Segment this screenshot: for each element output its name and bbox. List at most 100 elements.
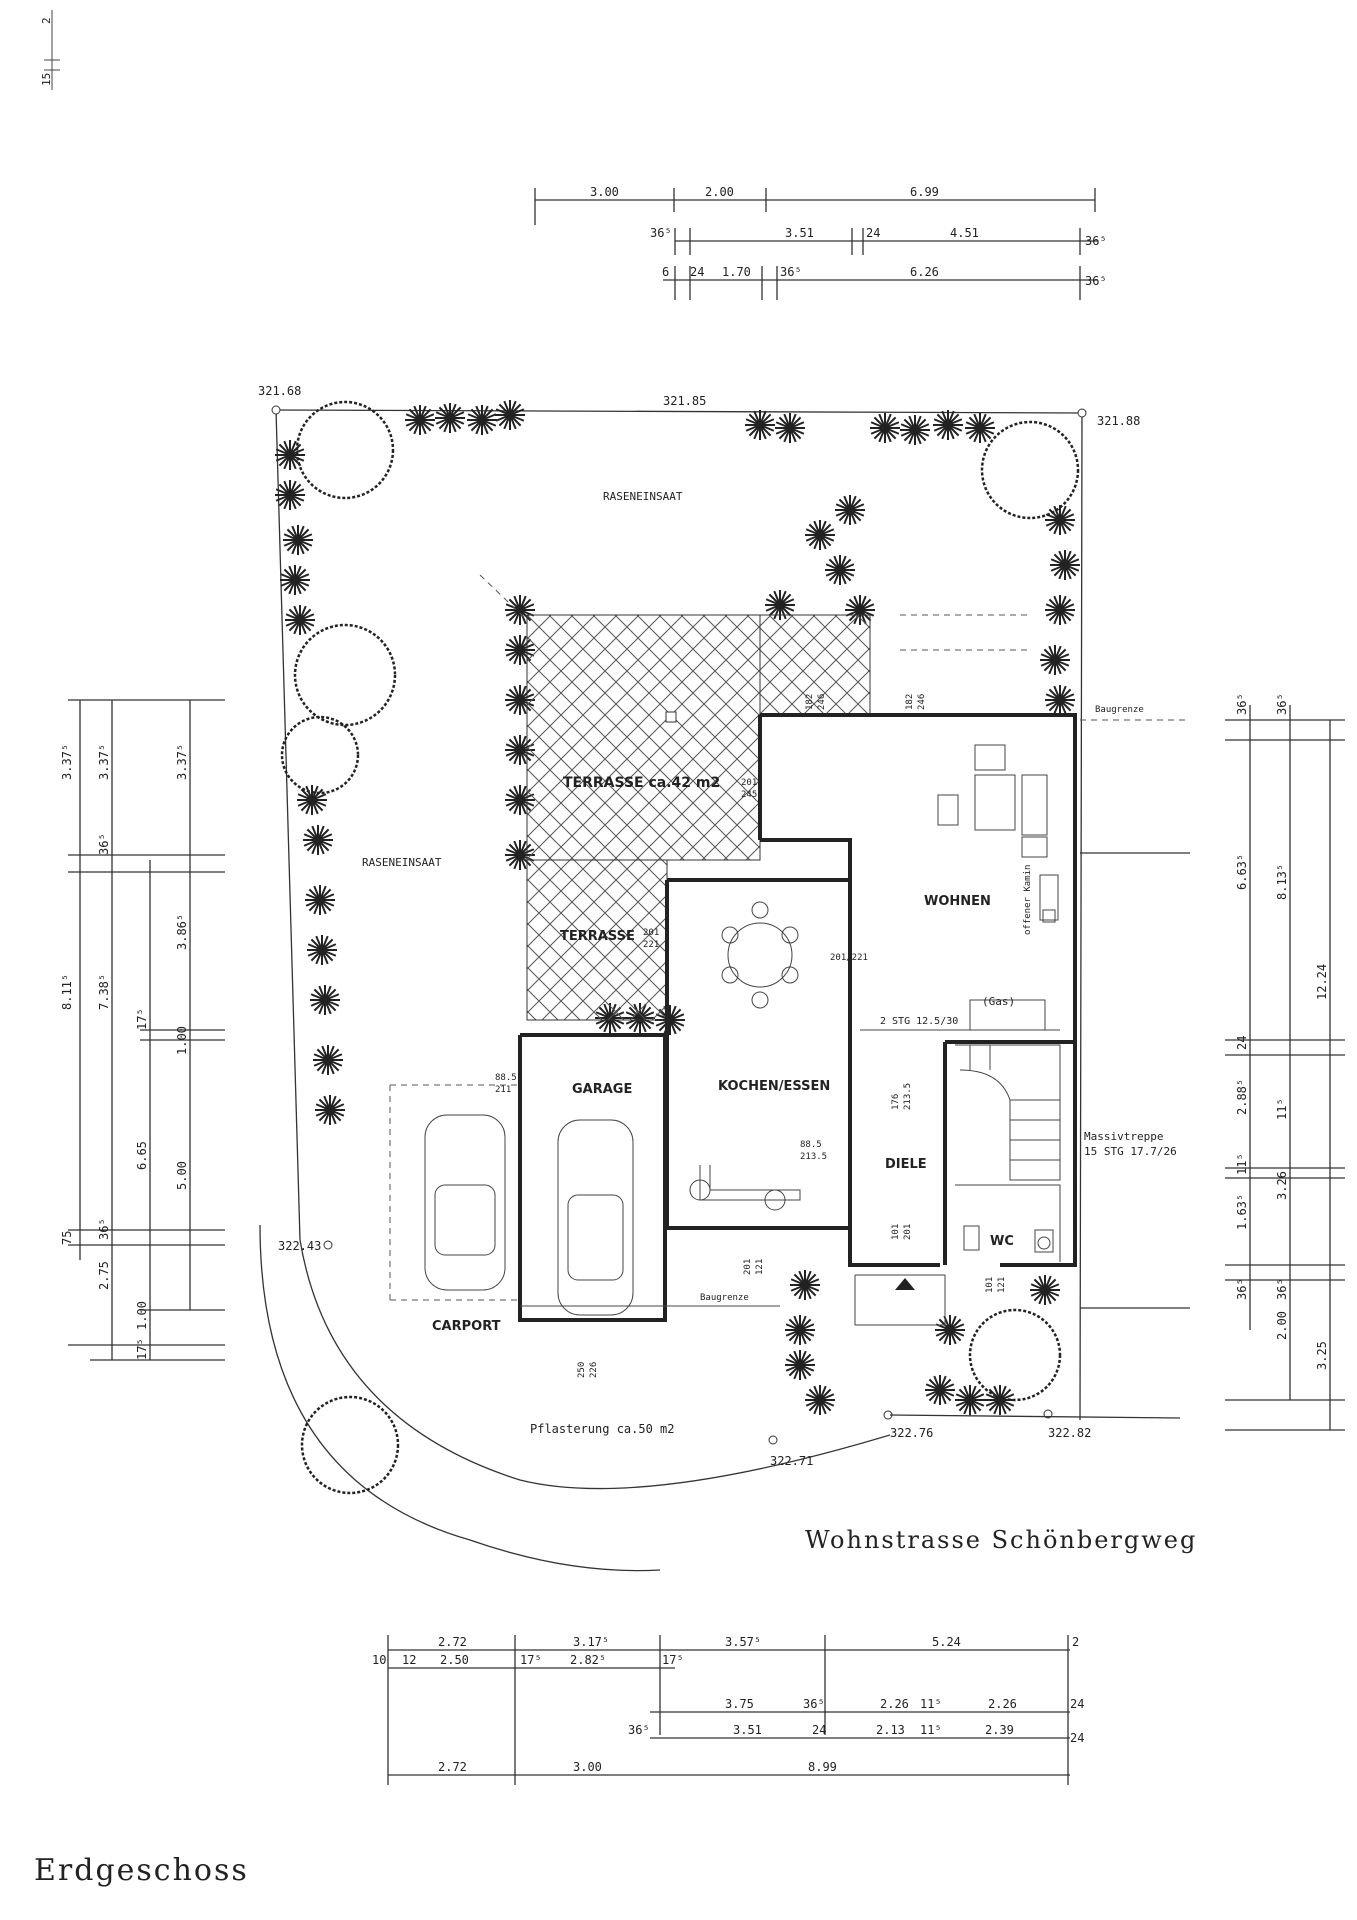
top-dim-2: 2.00 <box>705 185 734 199</box>
opening-3: 201 <box>741 778 757 788</box>
right-dim-11: 1.63⁵ <box>1235 1194 1249 1230</box>
shrub-icon <box>933 410 963 440</box>
label-hall: DIELE <box>885 1157 927 1172</box>
label-gas: (Gas) <box>982 995 1015 1008</box>
garage-carport: GARAGE CARPORT Pflasterung ca.50 m2 Baug… <box>389 1082 780 1436</box>
level-n: 321.85 <box>663 394 706 408</box>
corner-dimension-mark: 2 15 <box>40 10 60 90</box>
bottom-dim-16: 2.26 <box>988 1697 1017 1711</box>
house-walls <box>518 713 1077 1322</box>
right-dim-7: 2.88⁵ <box>1235 1079 1249 1115</box>
opening-9: 101 <box>891 1224 901 1240</box>
hall-stairs: DIELE WC Massivtreppe 15 STG 17.7/26 Bau… <box>854 705 1190 1326</box>
shrub-icon <box>315 1095 345 1125</box>
bottom-dim-3: 3.57⁵ <box>725 1635 761 1649</box>
bottom-dim-19: 3.51 <box>733 1723 762 1737</box>
label-garage: GARAGE <box>572 1082 632 1097</box>
trees-group <box>275 400 1080 1495</box>
top-dim-7: 4.51 <box>950 226 979 240</box>
terrace-small: TERRASSE <box>526 859 668 1021</box>
right-dim-15: 3.25 <box>1315 1341 1329 1370</box>
bottom-dim-2: 3.17⁵ <box>573 1635 609 1649</box>
opening-1: 182 <box>805 694 815 710</box>
left-dim-2: 3.37⁵ <box>97 744 111 780</box>
opening-11b: 121 <box>755 1259 765 1275</box>
opening-6: 88.5 <box>495 1073 517 1083</box>
shrub-icon <box>870 413 900 443</box>
left-dim-15: 1.00 <box>135 1301 149 1330</box>
bottom-dim-6: 10 <box>372 1653 386 1667</box>
right-dim-5: 12.24 <box>1315 964 1329 1000</box>
shrub-icon <box>775 413 805 443</box>
right-dim-6: 24 <box>1235 1036 1249 1050</box>
top-dim-10: 24 <box>690 265 704 279</box>
left-dim-3: 3.37⁵ <box>175 744 189 780</box>
shrub-icon <box>985 1385 1015 1415</box>
shrub-icon <box>303 825 333 855</box>
left-dim-5: 3.86⁵ <box>175 914 189 950</box>
shrub-icon <box>405 405 435 435</box>
opening-5: 201/221 <box>830 953 868 963</box>
bottom-dim-1: 2.72 <box>438 1635 467 1649</box>
opening-2: 182 <box>905 694 915 710</box>
bottom-dim-17: 24 <box>1070 1697 1084 1711</box>
right-dimension-chain <box>1225 705 1345 1431</box>
opening-12: 250 <box>577 1362 587 1378</box>
label-living: WOHNEN <box>924 894 991 909</box>
bottom-dim-12: 3.75 <box>725 1697 754 1711</box>
bottom-dim-15: 11⁵ <box>920 1697 942 1711</box>
bottom-dim-20: 24 <box>812 1723 826 1737</box>
shrub-icon <box>1045 505 1075 535</box>
bottom-dim-13: 36⁵ <box>803 1697 825 1711</box>
site-boundary: 321.68 321.85 321.88 322.43 322.71 322.7… <box>258 384 1140 1468</box>
shrub-icon <box>435 403 465 433</box>
level-w: 322.43 <box>278 1239 321 1253</box>
bottom-dim-8: 2.50 <box>440 1653 469 1667</box>
shrub-icon <box>275 480 305 510</box>
right-dim-9: 3.26 <box>1275 1171 1289 1200</box>
shrub-icon <box>935 1315 965 1345</box>
left-dim-16: 17⁵ <box>135 1338 149 1360</box>
top-dim-9: 6 <box>662 265 669 279</box>
label-fireplace: offener Kamin <box>1023 865 1033 935</box>
label-stair-note: 2 STG 12.5/30 <box>880 1016 958 1027</box>
shrub-icon <box>745 410 775 440</box>
opening-7: 88.5 <box>800 1140 822 1150</box>
left-dim-7: 7.38⁵ <box>97 974 111 1010</box>
bottom-dim-18: 36⁵ <box>628 1723 650 1737</box>
left-dim-4: 36⁵ <box>97 833 111 855</box>
shrub-icon <box>307 935 337 965</box>
label-stair: Massivtreppe <box>1084 1130 1163 1143</box>
shrub-icon <box>825 555 855 585</box>
bottom-dim-26: 3.00 <box>573 1760 602 1774</box>
label-paving: Pflasterung ca.50 m2 <box>530 1422 675 1436</box>
level-s2: 322.76 <box>890 1426 933 1440</box>
shrub-icon <box>313 1045 343 1075</box>
shrub-icon <box>1030 1275 1060 1305</box>
label-lawn-left: RASENEINSAAT <box>362 856 442 869</box>
shrub-icon <box>310 985 340 1015</box>
left-dimension-chain <box>68 699 225 1361</box>
right-dim-8: 11⁵ <box>1275 1098 1289 1120</box>
shrub-icon <box>785 1350 815 1380</box>
shrub-icon <box>1045 595 1075 625</box>
floor-title: Erdgeschoss <box>34 1853 249 1888</box>
opening-3b: 245 <box>741 790 757 800</box>
left-dim-9: 1.00 <box>175 1026 189 1055</box>
label-terrace-small: TERRASSE <box>560 929 635 944</box>
opening-7b: 213.5 <box>800 1152 827 1162</box>
shrub-icon <box>900 415 930 445</box>
label-boundary-2: Baugrenze <box>700 1293 749 1303</box>
label-kitchen: KOCHEN/ESSEN <box>718 1079 830 1094</box>
label-carport: CARPORT <box>432 1319 501 1334</box>
shrub-icon <box>790 1270 820 1300</box>
opening-8: 176 <box>891 1094 901 1110</box>
bottom-dim-5: 2 <box>1072 1635 1079 1649</box>
top-dim-8: 36⁵ <box>1085 234 1107 248</box>
bottom-dim-14: 2.26 <box>880 1697 909 1711</box>
bottom-dim-9: 17⁵ <box>520 1653 542 1667</box>
label-stair-spec: 15 STG 17.7/26 <box>1084 1145 1177 1158</box>
